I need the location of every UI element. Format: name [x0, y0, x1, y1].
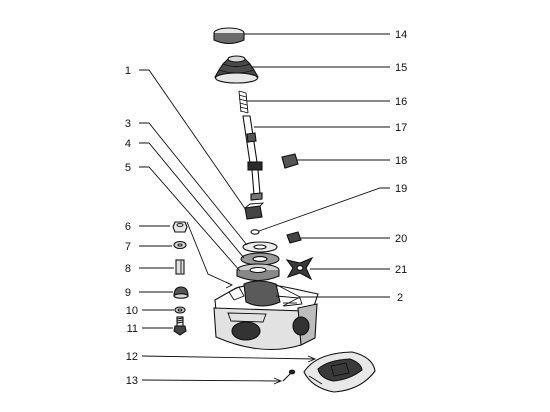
- callout-6: 6: [125, 221, 131, 233]
- part-9-cap-nut: [173, 286, 189, 299]
- callout-3: 3: [125, 118, 131, 130]
- assembly-guide-arrow: [225, 281, 234, 289]
- part-21-lug: [285, 256, 314, 281]
- callout-9: 9: [125, 287, 131, 299]
- callout-2: 2: [397, 292, 403, 304]
- callout-17: 17: [395, 122, 407, 134]
- part-3-4-5-washers: [236, 241, 280, 282]
- callout-11: 11: [127, 323, 138, 335]
- leader-12: [141, 355, 316, 360]
- part-20-nub: [286, 231, 302, 244]
- callout-16: 16: [395, 96, 407, 108]
- leader-1: [139, 69, 247, 211]
- callout-8: 8: [125, 263, 131, 275]
- callout-1: 1: [125, 65, 131, 77]
- callout-21: 21: [395, 264, 407, 276]
- callout-13: 13: [126, 375, 138, 387]
- part-7-washer: [173, 240, 187, 250]
- part-6-nut: [172, 221, 188, 233]
- part-17-gear-lever: [242, 115, 263, 201]
- leader-5: [139, 166, 241, 272]
- leader-lines: [139, 33, 390, 385]
- part-14-knob-cap: [213, 27, 245, 45]
- callout-4: 4: [125, 138, 131, 150]
- leader-2: [274, 283, 390, 307]
- part-18-small-knob: [281, 153, 299, 169]
- callout-labels: 1 2 3 4 5 6 7 8 9 10 11 12 13 14 15 16 1…: [125, 29, 407, 387]
- callout-14: 14: [395, 29, 407, 41]
- part-19-small-ring: [250, 229, 260, 235]
- part-16-spring: [238, 90, 249, 114]
- callout-20: 20: [395, 233, 407, 245]
- callout-18: 18: [395, 155, 407, 167]
- callout-19: 19: [395, 183, 407, 195]
- part-1-lever-foot: [244, 202, 265, 220]
- leader-12-arrow: [307, 355, 317, 363]
- leader-3: [139, 122, 248, 246]
- part-11-bolt: [173, 316, 187, 336]
- leader-13: [141, 379, 282, 382]
- part-10-lock-washer: [174, 306, 186, 314]
- callout-10: 10: [126, 305, 138, 317]
- callout-12: 12: [126, 351, 138, 363]
- leader-4: [139, 142, 245, 259]
- callout-5: 5: [125, 162, 131, 174]
- part-8-pin: [175, 259, 185, 275]
- callout-7: 7: [125, 241, 131, 253]
- part-15-rubber-boot: [214, 55, 259, 84]
- assembly-guide-line: [186, 221, 233, 286]
- part-2-housing: [213, 280, 319, 351]
- part-12-cover-plate: [303, 351, 376, 393]
- leader-13-arrow: [273, 377, 283, 385]
- leader-19: [258, 187, 390, 232]
- callout-15: 15: [395, 62, 407, 74]
- part-13-screw: [282, 369, 296, 382]
